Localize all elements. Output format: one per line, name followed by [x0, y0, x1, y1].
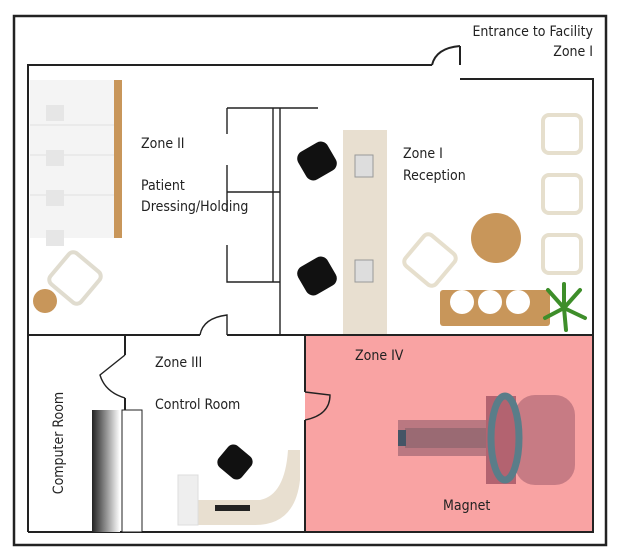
keyboard — [215, 505, 250, 511]
computer-room-label: Computer Room — [51, 392, 67, 494]
waiting-chairs — [402, 113, 583, 288]
mri-magnet — [398, 392, 575, 485]
office-chair — [217, 444, 253, 480]
entrance-zone-label: Zone I — [553, 44, 593, 60]
office-chair — [297, 256, 337, 296]
plant — [543, 282, 587, 332]
entrance-door[interactable] — [431, 45, 461, 66]
inner-wall — [27, 46, 594, 533]
armchair — [47, 250, 103, 306]
zone-ii-door[interactable] — [199, 314, 228, 336]
server-rack — [92, 410, 120, 532]
side-table — [33, 289, 57, 313]
zone-iii-label: Zone III — [155, 355, 202, 371]
zone-iv-label: Zone IV — [355, 348, 404, 364]
computer-room-door[interactable] — [99, 354, 126, 399]
zone-iii-desc: Control Room — [155, 397, 240, 413]
dressing-partitions — [226, 107, 318, 335]
zone-i-label: Zone I — [403, 146, 443, 162]
zone-ii-label: Zone II — [141, 136, 185, 152]
zone-i-desc: Reception — [403, 168, 466, 184]
zone-ii-desc-2: Dressing/Holding — [141, 199, 248, 215]
equipment-cabinet — [121, 409, 143, 533]
zone-ii-desc-1: Patient — [141, 178, 185, 194]
zone-iv-door[interactable] — [304, 391, 331, 421]
lockers — [30, 80, 122, 246]
magnet-label: Magnet — [443, 498, 490, 514]
office-chair — [297, 141, 337, 181]
coffee-table — [471, 213, 521, 263]
entrance-label: Entrance to Facility — [472, 24, 593, 40]
shelf — [177, 474, 199, 526]
